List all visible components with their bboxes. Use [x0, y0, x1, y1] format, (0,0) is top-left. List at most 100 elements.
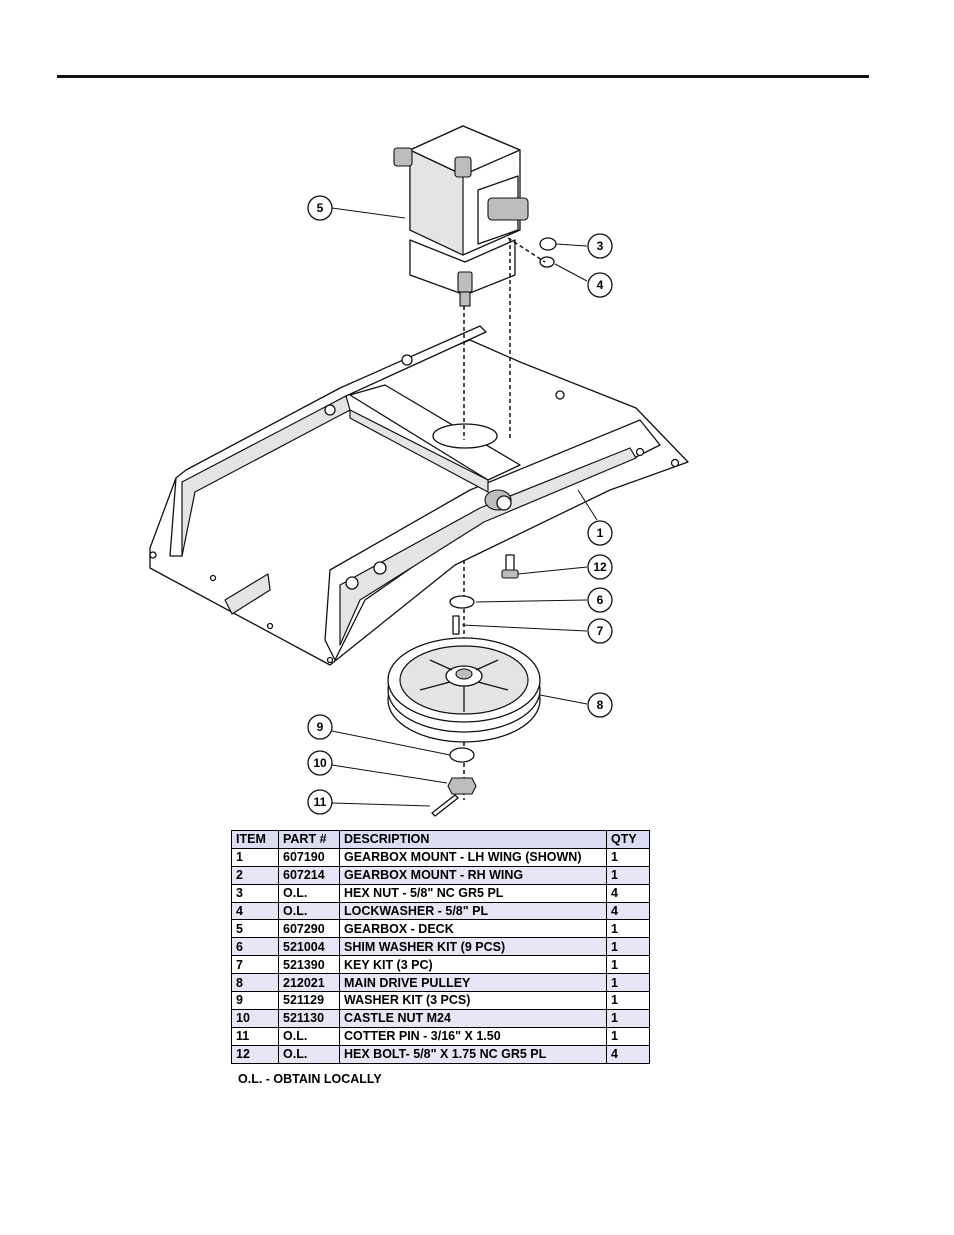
castle-nut — [447, 777, 477, 795]
gearbox — [393, 125, 529, 307]
header-qty: QTY — [606, 830, 650, 849]
table-header-row: ITEM PART # DESCRIPTION QTY — [231, 830, 650, 849]
cell-item: 10 — [231, 1008, 279, 1028]
svg-text:3: 3 — [597, 239, 604, 253]
cell-part-number: 607290 — [278, 919, 340, 939]
svg-text:1: 1 — [597, 526, 604, 540]
callout-3: 3 — [587, 233, 613, 259]
callout-10: 10 — [307, 750, 333, 776]
svg-text:12: 12 — [593, 560, 607, 574]
cell-qty: 1 — [606, 991, 650, 1010]
cell-part-number: O.L. — [278, 883, 340, 903]
lockwasher — [539, 256, 555, 268]
shim-washer — [449, 595, 475, 609]
svg-text:11: 11 — [314, 795, 327, 809]
cell-part-number: 521390 — [278, 955, 340, 975]
cell-qty: 1 — [606, 919, 650, 939]
cell-description: GEARBOX MOUNT - RH WING — [339, 865, 607, 885]
header-item: ITEM — [231, 830, 279, 849]
callout-4: 4 — [587, 272, 613, 298]
cell-description: COTTER PIN - 3/16" X 1.50 — [339, 1026, 607, 1046]
callout-8: 8 — [587, 692, 613, 718]
callout-6: 6 — [587, 587, 613, 613]
svg-text:4: 4 — [597, 278, 604, 292]
cell-qty: 1 — [606, 955, 650, 975]
header-description: DESCRIPTION — [339, 830, 607, 849]
washer — [449, 747, 475, 763]
cell-part-number: 212021 — [278, 973, 340, 993]
gearbox-mount-frame — [149, 325, 689, 666]
cell-part-number: O.L. — [278, 1026, 340, 1046]
cell-description: HEX NUT - 5/8" NC GR5 PL — [339, 883, 607, 903]
main-drive-pulley — [387, 637, 541, 743]
callout-9: 9 — [307, 714, 333, 740]
exploded-parts-diagram: 5 3 4 1 12 6 7 8 9 10 11 — [149, 125, 689, 817]
callout-11: 11 — [307, 789, 333, 815]
cotter-pin — [431, 794, 459, 817]
cell-qty: 4 — [606, 1044, 650, 1064]
cell-qty: 4 — [606, 883, 650, 903]
cell-part-number: O.L. — [278, 901, 340, 921]
key — [452, 615, 460, 635]
cell-description: MAIN DRIVE PULLEY — [339, 973, 607, 993]
cell-description: GEARBOX - DECK — [339, 919, 607, 939]
callout-1: 1 — [587, 520, 613, 546]
svg-text:7: 7 — [597, 624, 604, 638]
hex-nut — [539, 237, 557, 251]
cell-item: 8 — [231, 973, 279, 993]
svg-text:9: 9 — [317, 720, 324, 734]
cell-part-number: 521004 — [278, 937, 340, 957]
cell-qty: 1 — [606, 973, 650, 993]
cell-qty: 4 — [606, 901, 650, 921]
svg-text:8: 8 — [597, 698, 604, 712]
cell-item: 5 — [231, 919, 279, 939]
cell-item: 9 — [231, 991, 279, 1010]
cell-item: 4 — [231, 901, 279, 921]
cell-description: LOCKWASHER - 5/8" PL — [339, 901, 607, 921]
svg-text:6: 6 — [597, 593, 604, 607]
cell-description: CASTLE NUT M24 — [339, 1008, 607, 1028]
cell-qty: 1 — [606, 865, 650, 885]
svg-text:10: 10 — [313, 756, 327, 770]
cell-item: 11 — [231, 1026, 279, 1046]
cell-item: 2 — [231, 865, 279, 885]
cell-part-number: 607190 — [278, 847, 340, 867]
cell-part-number: O.L. — [278, 1044, 340, 1064]
cell-description: HEX BOLT- 5/8" X 1.75 NC GR5 PL — [339, 1044, 607, 1064]
cell-part-number: 607214 — [278, 865, 340, 885]
header-part-number: PART # — [278, 830, 340, 849]
callout-5: 5 — [307, 195, 333, 221]
cell-qty: 1 — [606, 1008, 650, 1028]
cell-item: 1 — [231, 847, 279, 867]
callout-7: 7 — [587, 618, 613, 644]
cell-part-number: 521130 — [278, 1008, 340, 1028]
svg-text:5: 5 — [317, 201, 324, 215]
hex-bolt — [501, 554, 519, 579]
footnote: O.L. - OBTAIN LOCALLY — [238, 1072, 382, 1086]
cell-part-number: 521129 — [278, 991, 340, 1010]
cell-description: SHIM WASHER KIT (9 PCS) — [339, 937, 607, 957]
cell-description: WASHER KIT (3 PCS) — [339, 991, 607, 1010]
cell-qty: 1 — [606, 937, 650, 957]
callout-12: 12 — [587, 554, 613, 580]
cell-item: 12 — [231, 1044, 279, 1064]
cell-description: GEARBOX MOUNT - LH WING (SHOWN) — [339, 847, 607, 867]
cell-item: 7 — [231, 955, 279, 975]
cell-qty: 1 — [606, 1026, 650, 1046]
cell-qty: 1 — [606, 847, 650, 867]
top-rule — [57, 75, 869, 78]
cell-description: KEY KIT (3 PC) — [339, 955, 607, 975]
